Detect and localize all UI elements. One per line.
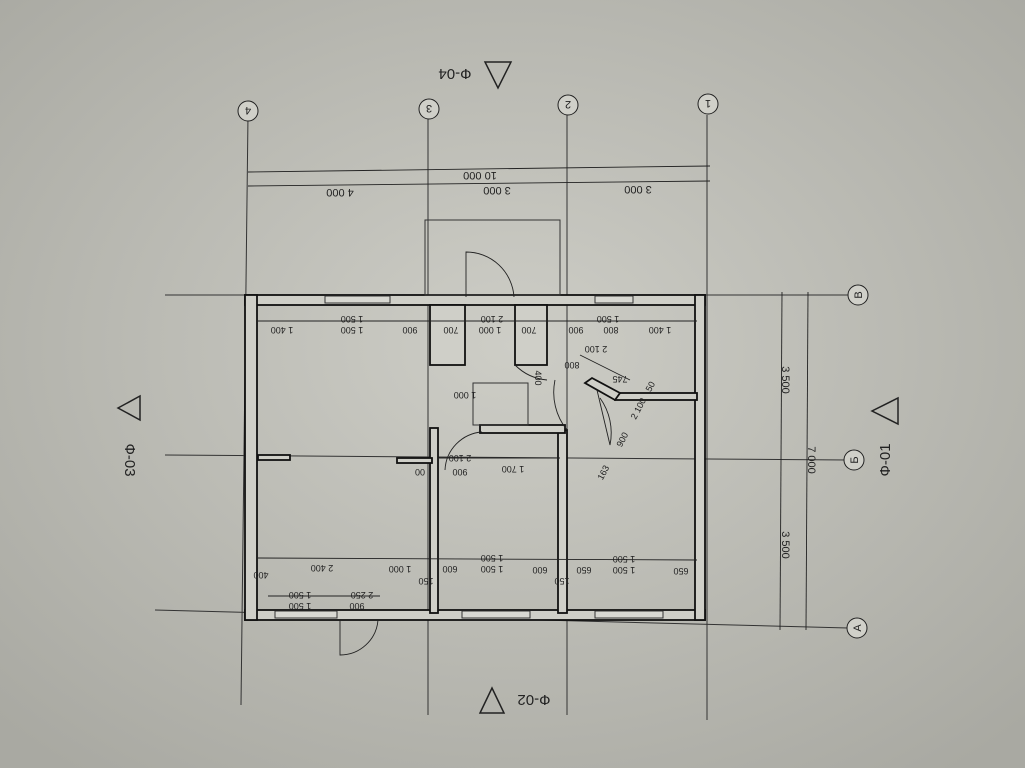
axis-bubble-V: В (847, 284, 869, 306)
dimension-label: 1 700 (502, 464, 525, 474)
dimension-label: 400 (533, 370, 543, 385)
dimension-label: 400 (253, 570, 268, 580)
dimension-label: 700 (443, 325, 458, 335)
dimension-label: 2 100 (585, 344, 608, 354)
dimension-label: 1 400 (271, 325, 294, 335)
axis-label-1: 1 (705, 97, 711, 109)
dimension-label: 1 400 (649, 325, 672, 335)
dimension-label: 1 500 (341, 325, 364, 335)
interior-dimension-lines (257, 320, 698, 597)
dimension-label: 2 250 (351, 590, 374, 600)
dimension-label: 3 000 (483, 184, 511, 196)
dimension-label: 600 (442, 564, 457, 574)
axis-bubble-4: 4 (237, 100, 259, 122)
dimension-label: 150 (554, 576, 569, 586)
top-row-dimensions: 1 400 1 500 1 500 900 700 1 000 2 100 70… (271, 314, 672, 335)
dimension-label: 700 (521, 325, 536, 335)
dimension-label: 1 500 (481, 553, 504, 563)
section-mark-top: Ф-04 (438, 61, 513, 90)
dimension-label: 1 500 (289, 590, 312, 600)
overall-dimensions: 10 000 3 000 3 000 4 000 3 500 3 500 7 0… (247, 165, 817, 631)
dimension-label: 3 000 (624, 183, 652, 195)
dimension-label: 150 (418, 576, 433, 586)
walls (244, 219, 706, 621)
section-label-bottom: Ф-02 (517, 691, 550, 708)
dimension-label: 3 500 (779, 366, 791, 394)
dimension-label: 1 500 (289, 601, 312, 611)
axis-label-3: 3 (426, 102, 432, 114)
dimension-label: 10 000 (463, 169, 497, 181)
axis-bubble-B: Б (843, 449, 865, 471)
dimension-label: 900 (452, 467, 467, 477)
section-label-right: Ф-01 (877, 443, 894, 476)
dimension-label: 1 500 (613, 554, 636, 564)
section-label-left: Ф-03 (121, 443, 138, 476)
axis-label-A: А (852, 624, 864, 632)
section-mark-right: Ф-01 (870, 396, 899, 477)
dimension-label: 7 000 (805, 446, 817, 474)
axis-bubble-A: А (846, 617, 868, 639)
dimension-label: 600 (532, 565, 547, 575)
dimension-label: 1 500 (597, 314, 620, 324)
section-mark-bottom: Ф-02 (478, 686, 551, 714)
dimension-label: 800 (603, 325, 618, 335)
dimension-label: 1 500 (341, 314, 364, 324)
doors (339, 251, 612, 656)
section-mark-left: Ф-03 (116, 394, 141, 477)
dimension-label: 1 500 (481, 564, 504, 574)
dimension-label: 900 (568, 325, 583, 335)
axis-label-B: Б (849, 456, 861, 463)
dimension-label: 1 500 (613, 565, 636, 575)
axis-label-4: 4 (245, 104, 251, 116)
axis-bubbles: 1 2 3 4 В Б А (237, 93, 869, 639)
dimension-label: 4 000 (326, 186, 354, 198)
section-label-top: Ф-04 (438, 65, 471, 82)
dimension-label: 2 100 (449, 453, 472, 463)
axis-label-V: В (853, 291, 865, 298)
dimension-label: 650 (673, 566, 688, 576)
dimension-label: 2 100 (481, 314, 504, 324)
dimension-label: 900 (349, 601, 364, 611)
dimension-label: 745 (612, 374, 627, 384)
dimension-label: 900 (402, 325, 417, 335)
dimension-label: 800 (564, 360, 579, 370)
dimension-label: 2 400 (311, 563, 334, 573)
lower-dimensions: 1 500 1 500 2 250 900 (289, 590, 374, 611)
axis-bubble-3: 3 (418, 98, 440, 120)
dimension-label: 3 500 (779, 531, 791, 559)
dimension-label: 1 000 (479, 325, 502, 335)
dimension-label: 650 (576, 565, 591, 575)
axis-label-2: 2 (565, 98, 571, 110)
dimension-label: 1 000 (389, 564, 412, 574)
dimension-label: 1 000 (454, 390, 477, 400)
axis-bubble-2: 2 (557, 94, 579, 116)
bottom-row-dimensions: 400 2 400 1 000 600 1 500 1 500 600 650 … (253, 553, 688, 586)
axis-bubble-1: 1 (697, 93, 719, 115)
dimension-label: 00 (415, 467, 425, 477)
dimension-label: 50 (644, 380, 658, 394)
